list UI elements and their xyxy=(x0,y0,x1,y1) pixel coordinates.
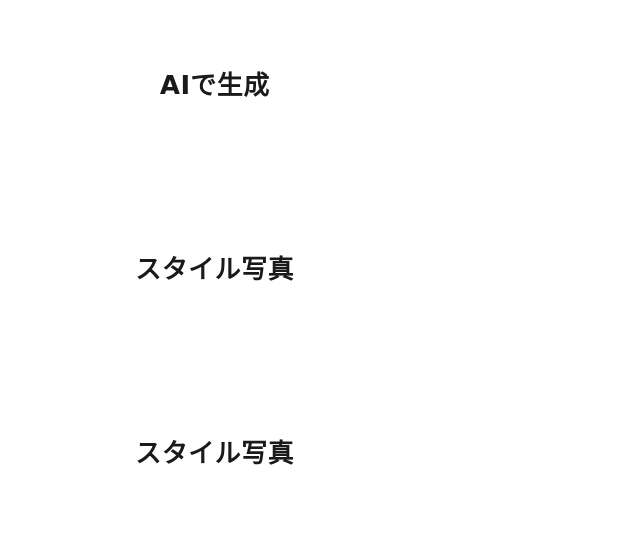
menu-item-style-photo[interactable]: スタイル写真 xyxy=(0,237,430,297)
menu-item-label: AIで生成 xyxy=(159,70,271,101)
menu-item-style-photo-2[interactable]: スタイル写真 xyxy=(0,421,430,481)
menu-item-label: スタイル写真 xyxy=(135,438,295,469)
menu-item-ai-generate[interactable]: AIで生成 xyxy=(0,53,430,113)
menu-item-label: スタイル写真 xyxy=(135,254,295,285)
